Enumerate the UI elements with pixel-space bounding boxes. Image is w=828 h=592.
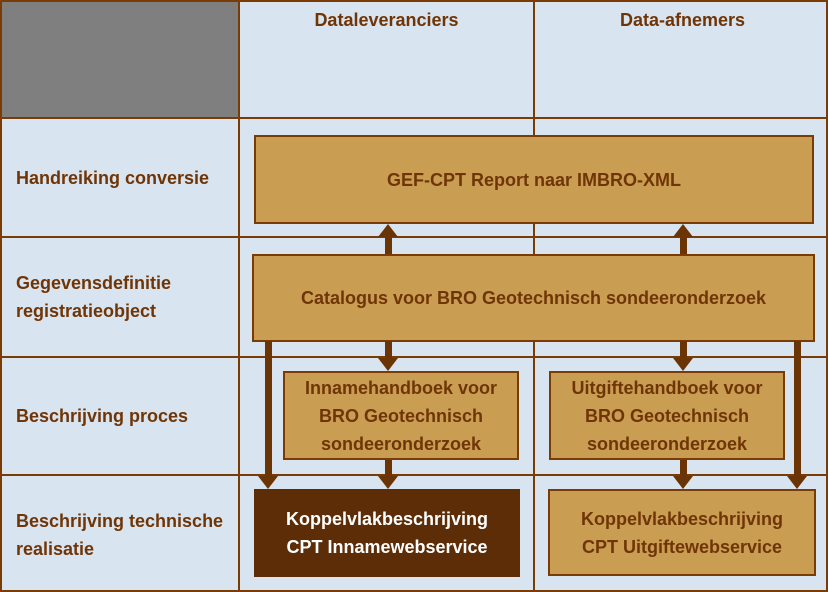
grid-line-horizontal-2 bbox=[2, 236, 826, 238]
row-label-gegevensdefinitie-registratieobject: Gegevensdefinitie registratieobject bbox=[16, 273, 172, 321]
grid-line-horizontal-4 bbox=[2, 474, 826, 476]
arrow-up-catalogus-to-gefcpt-left bbox=[377, 224, 399, 254]
arrowhead-down-icon bbox=[378, 358, 398, 371]
box-catalogus-bro-geotechnisch-sondeeronderzoek: Catalogus voor BRO Geotechnisch sondeero… bbox=[252, 254, 815, 342]
arrow-shaft bbox=[679, 237, 687, 254]
corner-cell bbox=[2, 2, 240, 118]
box-koppelvlakbeschrijving-cpt-uitgiftewebservice: Koppelvlakbeschrijving CPT Uitgiftewebse… bbox=[548, 489, 816, 576]
row-label-handreiking-conversie: Handreiking conversie bbox=[16, 167, 210, 188]
arrow-down-catalogus-to-koppelvlak-uitgifte bbox=[786, 341, 808, 489]
arrow-shaft bbox=[679, 341, 687, 358]
arrowhead-down-icon bbox=[258, 476, 278, 489]
box-gef-cpt-report-naar-imbro-xml: GEF-CPT Report naar IMBRO-XML bbox=[254, 135, 814, 224]
arrow-shaft bbox=[384, 341, 392, 358]
arrowhead-up-icon bbox=[673, 224, 693, 237]
row-label-beschrijving-proces: Beschrijving proces bbox=[16, 406, 189, 426]
arrow-down-innamehandboek-to-koppelvlak-inname bbox=[377, 460, 399, 489]
arrow-shaft bbox=[384, 460, 392, 476]
arrowhead-down-icon bbox=[673, 358, 693, 371]
arrow-shaft bbox=[384, 237, 392, 254]
arrowhead-down-icon bbox=[673, 476, 693, 489]
arrowhead-down-icon bbox=[378, 476, 398, 489]
grid-line-horizontal-1 bbox=[2, 117, 826, 119]
box-koppelvlakbeschrijving-cpt-innamewebservice: Koppelvlakbeschrijving CPT Innamewebserv… bbox=[254, 489, 520, 577]
row-label-beschrijving-technische-realisatie: Beschrijving technische realisatie bbox=[16, 511, 224, 559]
arrow-down-catalogus-to-uitgiftehandboek bbox=[672, 341, 694, 371]
arrow-shaft bbox=[264, 341, 272, 476]
arrowhead-down-icon bbox=[787, 476, 807, 489]
arrow-shaft bbox=[679, 460, 687, 476]
arrow-shaft bbox=[793, 341, 801, 476]
arrow-down-catalogus-to-innamehandboek bbox=[377, 341, 399, 371]
arrow-down-catalogus-to-koppelvlak-inname bbox=[257, 341, 279, 489]
box-innamehandboek: Innamehandboek voor BRO Geotechnisch son… bbox=[283, 371, 519, 460]
column-header-dataleveranciers: Dataleveranciers bbox=[314, 10, 459, 30]
arrowhead-up-icon bbox=[378, 224, 398, 237]
arrow-down-uitgiftehandboek-to-koppelvlak-uitgifte bbox=[672, 460, 694, 489]
box-uitgiftehandboek: Uitgiftehandboek voor BRO Geotechnisch s… bbox=[549, 371, 785, 460]
arrow-up-catalogus-to-gefcpt-right bbox=[672, 224, 694, 254]
grid-line-horizontal-3 bbox=[2, 356, 826, 358]
grid-line-vertical-1 bbox=[238, 2, 240, 590]
column-header-data-afnemers: Data-afnemers bbox=[619, 10, 746, 30]
